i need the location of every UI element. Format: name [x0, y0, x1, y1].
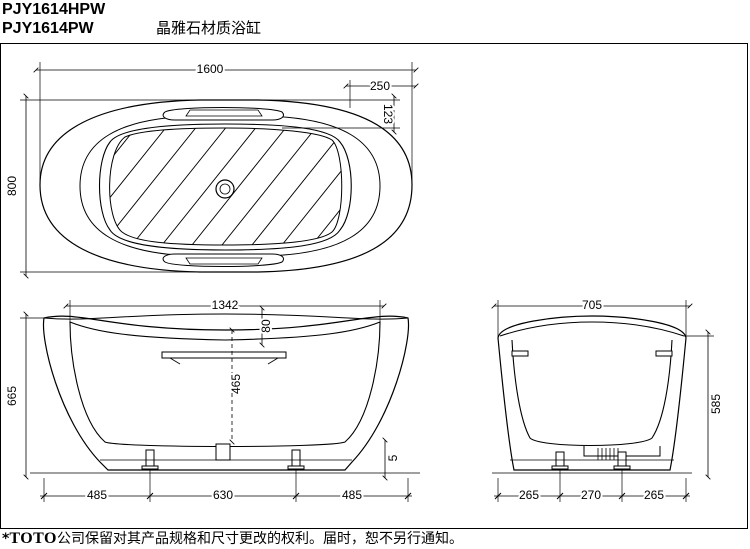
footer-note: *TOTO公司保留对其产品规格和尺寸更改的权利。届时，恕不另行通知。 [2, 529, 463, 549]
product-title: 晶雅石材质浴缸 [156, 19, 262, 37]
toto-logo: TOTO [9, 530, 57, 547]
side-shelf-left [511, 350, 529, 357]
plan-outer-shell [39, 99, 413, 273]
dim-overall-length: 1600 [197, 62, 224, 76]
plan-basin [98, 123, 352, 251]
side-outer-shell [497, 315, 687, 471]
dim-overall-width: 800 [5, 176, 19, 196]
plan-view [20, 62, 420, 276]
drawing-frame [0, 43, 748, 529]
footer-asterisk: * [2, 531, 10, 547]
dim-side-width: 705 [582, 298, 602, 312]
side-view [492, 300, 714, 502]
dim-front-foot-left: 485 [87, 488, 107, 502]
dim-side-height: 585 [709, 394, 723, 414]
side-inner-shell [511, 339, 673, 447]
dim-foot-clearance: 5 [386, 454, 400, 461]
side-feet [551, 451, 631, 470]
front-view [20, 300, 420, 502]
plan-drain [215, 179, 235, 199]
front-rim-curve [43, 313, 409, 320]
model-number-1: PJY1614HPW [2, 1, 106, 18]
dim-front-foot-right: 485 [342, 488, 362, 502]
plan-handle-bottom-grip [185, 257, 263, 265]
dim-height: 665 [5, 386, 19, 406]
dim-front-foot-span: 630 [213, 488, 233, 502]
model-number-2: PJY1614PW [2, 20, 94, 37]
plan-handle-top-grip [185, 109, 263, 117]
front-outer-shell [42, 315, 410, 471]
plan-drain-inner [219, 183, 231, 195]
plan-handle-bottom [162, 253, 285, 267]
front-shelf [161, 351, 287, 359]
dim-inner-length: 1342 [212, 298, 239, 312]
side-shelf-right [655, 350, 673, 357]
dim-side-foot-left: 265 [519, 488, 539, 502]
footer-disclaimer: 公司保留对其产品规格和尺寸更改的权利。届时，恕不另行通知。 [56, 531, 463, 547]
dim-handle-depth: 123 [381, 104, 395, 124]
plan-mat-outline [109, 127, 343, 246]
dim-side-foot-right: 265 [644, 488, 664, 502]
plan-inner-rim [79, 115, 381, 257]
dim-water-depth: 465 [229, 374, 243, 394]
dim-side-foot-span: 270 [581, 488, 601, 502]
front-inner-shell [69, 321, 381, 448]
side-drain-coil [597, 448, 619, 460]
side-rim-curve [499, 321, 685, 337]
dim-handle-offset: 250 [370, 79, 390, 93]
front-drain [215, 443, 231, 461]
dim-rim-drop: 80 [259, 319, 273, 333]
plan-handle-top [162, 107, 285, 121]
model-numbers: PJY1614HPW PJY1614PW [2, 0, 105, 38]
front-feet [141, 449, 305, 470]
